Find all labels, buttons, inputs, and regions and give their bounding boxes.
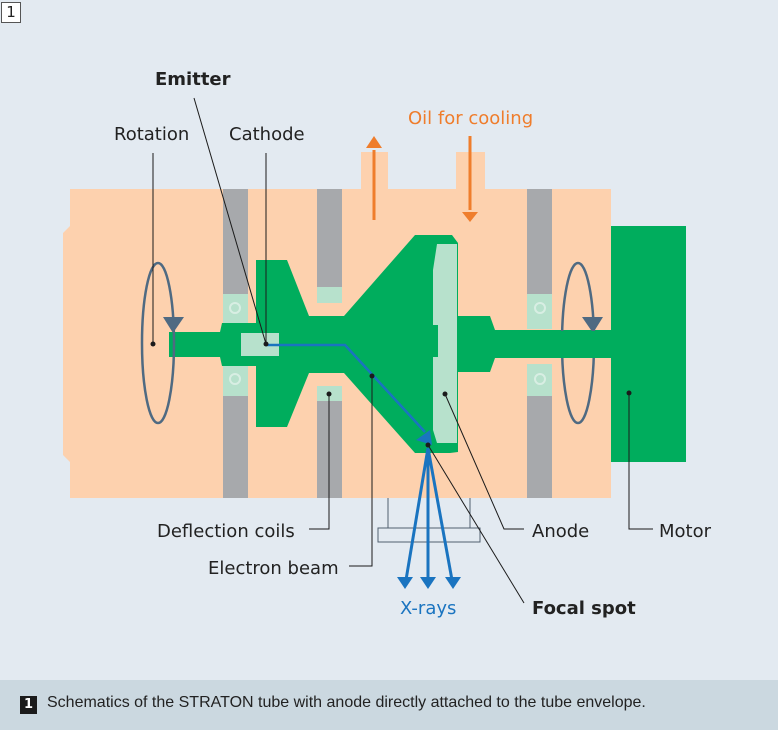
deflection-coil-top bbox=[317, 189, 342, 287]
shaft-overlay bbox=[560, 331, 612, 358]
figure-caption: 1 Schematics of the STRATON tube with an… bbox=[0, 680, 778, 730]
oil-in-arrowhead-icon bbox=[462, 212, 478, 222]
ball-bearing-icon bbox=[229, 373, 241, 385]
bottom-strip bbox=[0, 730, 778, 736]
straton-tube-diagram: Emitter Rotation Cathode Oil for cooling… bbox=[63, 69, 712, 619]
caption-number-badge: 1 bbox=[20, 696, 37, 714]
label-x-rays: X-rays bbox=[400, 598, 456, 619]
cathode-block bbox=[241, 333, 279, 356]
rotation-arrowhead-right-icon bbox=[582, 317, 603, 333]
marker-dot bbox=[425, 442, 431, 448]
marker-dot bbox=[369, 373, 375, 379]
electron-beam-arrowhead-icon bbox=[416, 430, 432, 445]
ball-bearing-icon bbox=[534, 302, 546, 314]
bearing-left-bottom bbox=[223, 396, 248, 498]
leader-motor bbox=[628, 393, 653, 530]
x-ray-beam bbox=[404, 447, 430, 581]
oil-out-arrowhead-icon bbox=[366, 136, 382, 148]
x-ray-beam bbox=[426, 447, 454, 581]
anode-disk bbox=[433, 244, 457, 443]
label-motor: Motor bbox=[659, 521, 712, 542]
x-ray-arrowhead-icon bbox=[445, 577, 461, 589]
label-anode: Anode bbox=[532, 521, 589, 542]
leader-focal-spot bbox=[427, 444, 525, 604]
label-emitter: Emitter bbox=[155, 69, 231, 90]
rotation-arrowhead-left-icon bbox=[163, 317, 184, 333]
electron-beam-path bbox=[266, 343, 426, 433]
bearing-right-bottom bbox=[527, 396, 552, 498]
x-ray-arrowhead-icon bbox=[397, 577, 413, 589]
marker-dot bbox=[150, 341, 156, 347]
marker-dot bbox=[442, 391, 448, 397]
x-ray-arrowhead-icon bbox=[420, 577, 436, 589]
rotation-arrow-left-icon bbox=[140, 261, 176, 425]
label-electron-beam: Electron beam bbox=[208, 558, 339, 579]
label-focal-spot: Focal spot bbox=[532, 598, 636, 619]
bearing-right-top-ring bbox=[527, 294, 552, 329]
motor-block bbox=[611, 226, 686, 462]
ball-bearing-icon bbox=[229, 302, 241, 314]
figure-number-badge: 1 bbox=[1, 2, 21, 23]
label-cathode: Cathode bbox=[229, 124, 305, 145]
leader-anode bbox=[444, 393, 524, 530]
bearing-right-top bbox=[527, 189, 552, 294]
label-rotation: Rotation bbox=[114, 124, 189, 145]
bearing-left-bottom-ring bbox=[223, 364, 248, 396]
marker-dot bbox=[626, 390, 632, 396]
ball-bearing-icon bbox=[534, 373, 546, 385]
bearing-right-bottom-ring bbox=[527, 364, 552, 396]
leader-electron-beam bbox=[349, 376, 373, 567]
deflection-coil-top-tip bbox=[317, 287, 342, 303]
label-deflection-coils: Deflection coils bbox=[157, 521, 295, 542]
label-oil-for-cooling: Oil for cooling bbox=[408, 108, 533, 129]
leader-deflection-coils bbox=[309, 394, 330, 530]
marker-dot bbox=[263, 341, 269, 347]
marker-dot bbox=[326, 391, 332, 397]
caption-text: Schematics of the STRATON tube with anod… bbox=[47, 694, 646, 711]
leader-emitter bbox=[193, 97, 267, 345]
